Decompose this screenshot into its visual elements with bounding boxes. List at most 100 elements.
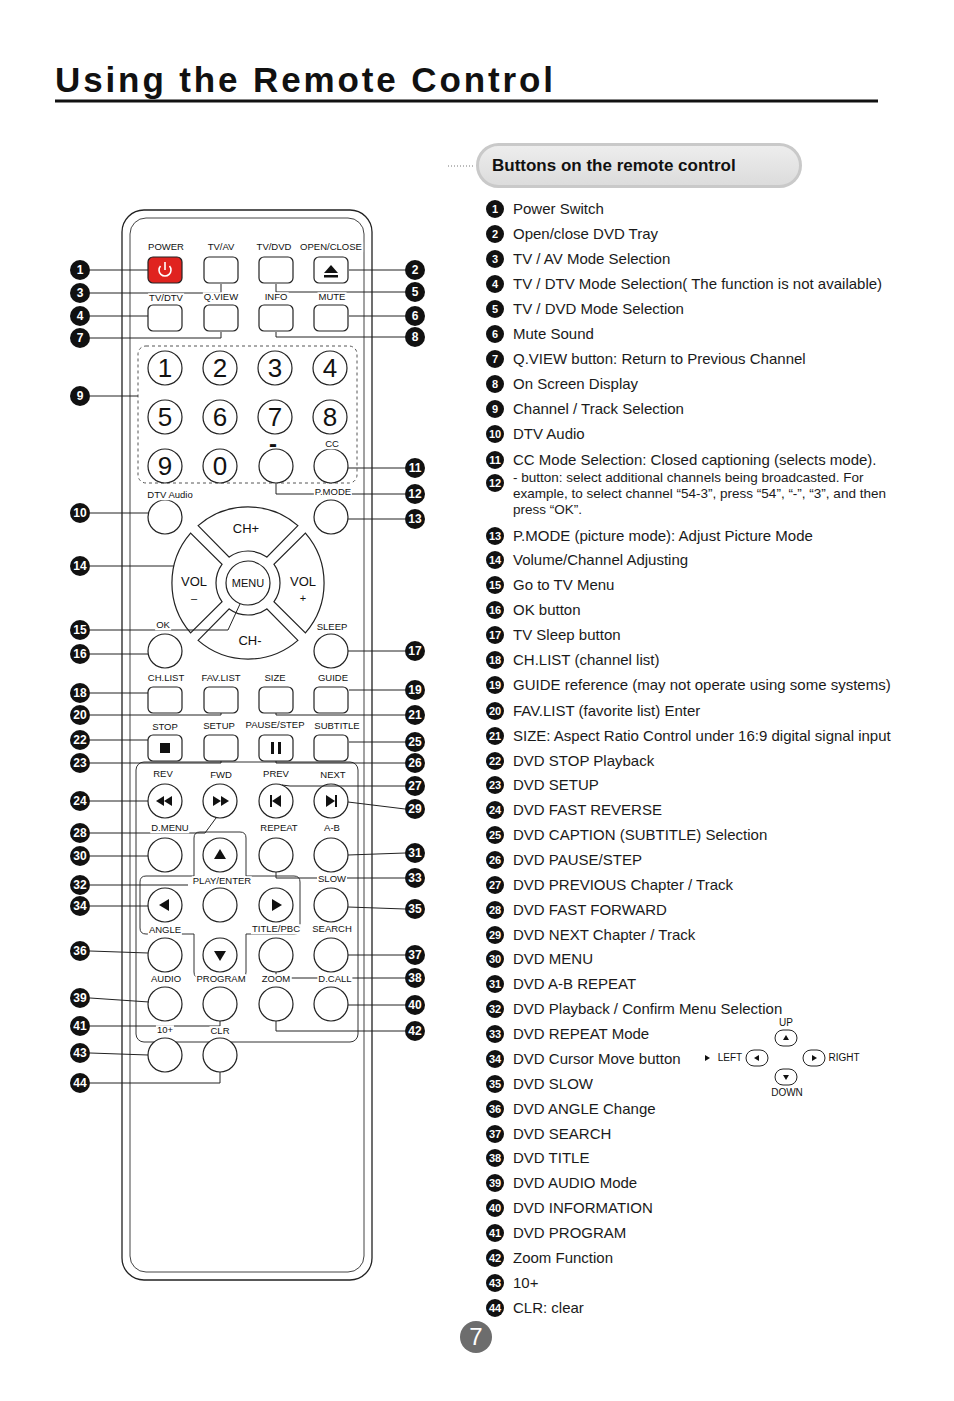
round-button	[314, 938, 348, 972]
list-number: 23	[486, 776, 504, 794]
fwd-icon	[221, 796, 229, 806]
button-label: CH.LIST	[147, 673, 185, 683]
list-description: DVD PREVIOUS Chapter / Track	[513, 875, 733, 895]
button-list-item: 18CH.LIST (channel list)	[486, 650, 659, 670]
list-description: DVD FAST REVERSE	[513, 800, 662, 820]
callout-number: 9	[70, 386, 90, 406]
callout-number: 2	[405, 260, 425, 280]
round-button	[203, 888, 237, 922]
button-list-item: 11CC Mode Selection: Closed captioning (…	[486, 450, 877, 470]
list-number: 39	[486, 1174, 504, 1192]
down-arrow	[214, 951, 226, 961]
callout-text: 7	[77, 332, 84, 344]
callout-text: 43	[73, 1047, 86, 1059]
callout-number: 44	[70, 1073, 90, 1093]
round-button	[203, 351, 237, 385]
button-list-item: 9Channel / Track Selection	[486, 399, 684, 419]
button-label: VOL	[180, 575, 208, 588]
list-description: On Screen Display	[513, 374, 638, 394]
rect-button	[314, 687, 348, 713]
list-description: SIZE: Aspect Ratio Control under 16:9 di…	[513, 726, 891, 746]
list-description: DTV Audio	[513, 424, 585, 444]
button-list-item: 8On Screen Display	[486, 374, 638, 394]
button-list-item: 37DVD SEARCH	[486, 1124, 611, 1144]
round-button	[259, 838, 293, 872]
round-button	[148, 634, 182, 668]
round-button	[259, 784, 293, 818]
button-label: FWD	[209, 770, 233, 780]
list-description: DVD SLOW	[513, 1074, 593, 1094]
button-label: 8	[322, 404, 338, 430]
callout-text: 9	[77, 390, 84, 402]
section-heading: Buttons on the remote control	[476, 143, 802, 188]
button-label: +	[299, 593, 307, 604]
button-list-item: 34DVD Cursor Move button	[486, 1049, 681, 1069]
leader-line	[90, 998, 149, 1002]
button-label: 6	[212, 404, 228, 430]
button-list-item: 22DVD STOP Playback	[486, 751, 654, 771]
left-arrow	[159, 899, 169, 911]
list-number: 30	[486, 950, 504, 968]
list-description: TV Sleep button	[513, 625, 621, 645]
callout-text: 10	[73, 507, 86, 519]
callout-number: 16	[70, 644, 90, 664]
leader-line	[90, 801, 148, 802]
list-number: 4	[486, 275, 504, 293]
button-label: TV/AV	[207, 242, 236, 252]
button-label: GUIDE	[317, 673, 349, 683]
button-label: DTV Audio	[146, 490, 193, 500]
button-label: CC	[324, 439, 340, 449]
callout-number: 22	[70, 730, 90, 750]
callout-number: 14	[70, 556, 90, 576]
list-number: 5	[486, 300, 504, 318]
button-label: 0	[212, 453, 228, 479]
callout-text: 2	[412, 264, 419, 276]
buttons-and-leaders	[90, 257, 825, 1085]
rev-icon	[164, 796, 172, 806]
nav-cross	[140, 832, 300, 978]
button-list-item: 39DVD AUDIO Mode	[486, 1173, 637, 1193]
rect-button	[259, 735, 293, 761]
callout-text: 35	[408, 903, 421, 915]
callout-number: 21	[405, 705, 425, 725]
button-label: ANGLE	[148, 925, 182, 935]
list-description: TV / DVD Mode Selection	[513, 299, 684, 319]
page-title: Using the Remote Control	[55, 60, 556, 100]
callout-text: 13	[408, 513, 421, 525]
list-number: 41	[486, 1224, 504, 1242]
callout-number: 23	[70, 753, 90, 773]
leader-line	[90, 693, 148, 694]
list-number: 17	[486, 626, 504, 644]
button-list-item: 14Volume/Channel Adjusting	[486, 550, 688, 570]
list-number: 16	[486, 601, 504, 619]
callout-text: 19	[408, 684, 421, 696]
list-number: 20	[486, 702, 504, 720]
page-number-text: 7	[469, 1325, 482, 1349]
list-number: 3	[486, 250, 504, 268]
mini-button	[775, 1030, 797, 1046]
callout-text: 11	[409, 462, 422, 474]
button-list-item: 24DVD FAST REVERSE	[486, 800, 662, 820]
dpad-segment	[274, 533, 324, 633]
button-label: 9	[157, 453, 173, 479]
button-label: PREV	[262, 769, 290, 779]
prev-icon	[270, 795, 272, 807]
round-button	[258, 400, 292, 434]
round-button	[148, 888, 182, 922]
button-label: FAV.LIST	[200, 673, 241, 683]
callout-text: 4	[77, 310, 84, 322]
dvd-panel	[136, 762, 358, 1042]
button-label: OK	[155, 620, 171, 630]
rect-button	[314, 305, 348, 331]
button-label: TV/DTV	[148, 293, 184, 303]
dpad-segment	[198, 609, 298, 659]
round-button	[148, 500, 182, 534]
list-number: 32	[486, 1000, 504, 1018]
round-button	[203, 938, 237, 972]
list-number: 33	[486, 1025, 504, 1043]
button-list-item: 27DVD PREVIOUS Chapter / Track	[486, 875, 733, 895]
round-button	[148, 1038, 182, 1072]
list-description: OK button	[513, 600, 581, 620]
button-list-item: 20FAV.LIST (favorite list) Enter	[486, 701, 700, 721]
